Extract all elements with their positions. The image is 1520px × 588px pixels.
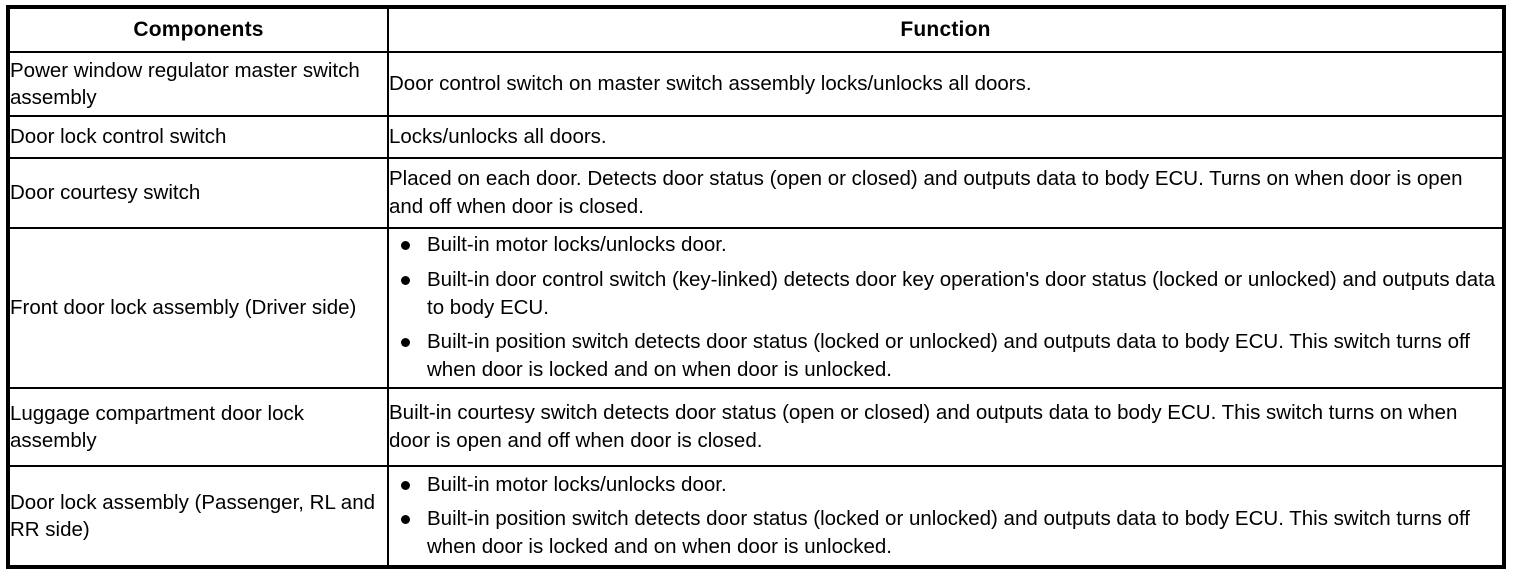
component-name-cell: Door courtesy switch <box>7 157 389 229</box>
function-bullet-list: Built-in motor locks/unlocks door. Built… <box>389 471 1502 562</box>
bullet-dot-icon <box>401 338 410 348</box>
function-description-cell: Placed on each door. Detects door status… <box>387 157 1505 229</box>
list-item: Built-in position switch detects door st… <box>389 505 1502 562</box>
list-item: Built-in door control switch (key-linked… <box>389 266 1502 323</box>
list-item: Built-in position switch detects door st… <box>389 328 1502 385</box>
table-row: Front door lock assembly (Driver side) B… <box>7 227 1505 389</box>
function-bullet-list: Built-in motor locks/unlocks door. Built… <box>389 231 1502 384</box>
component-name-cell: Front door lock assembly (Driver side) <box>7 227 389 389</box>
list-item-text: Built-in motor locks/unlocks door. <box>427 472 727 496</box>
bullet-dot-icon <box>401 241 410 251</box>
function-description-cell: Built-in courtesy switch detects door st… <box>387 387 1505 467</box>
table-row: Power window regulator master switch ass… <box>7 51 1505 117</box>
table-row: Door lock control switch Locks/unlocks a… <box>7 115 1505 159</box>
function-paragraph: Locks/unlocks all doors. <box>389 124 607 148</box>
column-header-components: Components <box>7 6 389 53</box>
list-item-text: Built-in door control switch (key-linked… <box>427 267 1496 319</box>
component-name-cell: Power window regulator master switch ass… <box>7 51 389 117</box>
table-row: Door courtesy switch Placed on each door… <box>7 157 1505 229</box>
bullet-dot-icon <box>401 514 410 524</box>
function-paragraph: Placed on each door. Detects door status… <box>389 166 1463 218</box>
specification-table-container: Components Function Power window regulat… <box>6 5 1506 569</box>
function-description-cell: Door control switch on master switch ass… <box>387 51 1505 117</box>
list-item-text: Built-in position switch detects door st… <box>427 330 1470 382</box>
function-paragraph: Built-in courtesy switch detects door st… <box>389 400 1458 452</box>
components-function-table: Components Function Power window regulat… <box>6 5 1506 569</box>
table-row: Luggage compartment door lock assembly B… <box>7 387 1505 467</box>
component-name-cell: Luggage compartment door lock assembly <box>7 387 389 467</box>
list-item-text: Built-in position switch detects door st… <box>427 506 1470 559</box>
column-header-function: Function <box>387 6 1505 53</box>
table-body: Power window regulator master switch ass… <box>7 51 1505 568</box>
function-description-cell: Built-in motor locks/unlocks door. Built… <box>387 227 1505 389</box>
bullet-dot-icon <box>401 480 410 490</box>
table-header-row: Components Function <box>7 6 1505 53</box>
bullet-dot-icon <box>401 275 410 285</box>
function-paragraph: Door control switch on master switch ass… <box>389 71 1032 95</box>
table-header: Components Function <box>7 6 1505 53</box>
list-item-text: Built-in motor locks/unlocks door. <box>427 233 727 257</box>
component-name-cell: Door lock assembly (Passenger, RL and RR… <box>7 465 389 568</box>
function-description-cell: Locks/unlocks all doors. <box>387 115 1505 159</box>
list-item: Built-in motor locks/unlocks door. <box>389 231 1502 259</box>
table-row: Door lock assembly (Passenger, RL and RR… <box>7 465 1505 568</box>
list-item: Built-in motor locks/unlocks door. <box>389 471 1502 499</box>
function-description-cell: Built-in motor locks/unlocks door. Built… <box>387 465 1505 568</box>
component-name-cell: Door lock control switch <box>7 115 389 159</box>
